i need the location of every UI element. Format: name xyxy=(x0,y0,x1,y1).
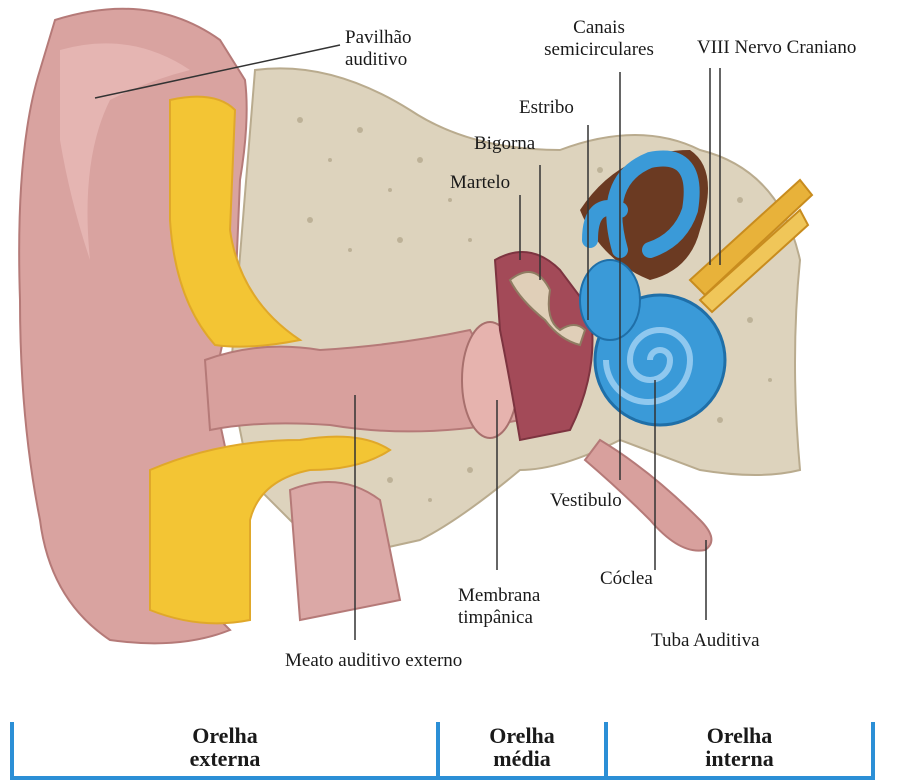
divider-right xyxy=(871,722,875,780)
section-orelha-interna: Orelha interna xyxy=(608,724,871,770)
ear-illustration xyxy=(0,0,900,680)
label-bigorna: Bigorna xyxy=(474,133,535,155)
vestibule xyxy=(580,260,640,340)
label-pavilhao: Pavilhão auditivo xyxy=(345,27,412,71)
label-coclea: Cóclea xyxy=(600,568,653,590)
label-canais: Canais semicirculares xyxy=(529,17,669,61)
label-membrana: Membrana timpânica xyxy=(458,585,540,629)
label-tuba: Tuba Auditiva xyxy=(651,630,760,652)
label-martelo: Martelo xyxy=(450,172,510,194)
section-orelha-media: Orelha média xyxy=(440,724,604,770)
label-meato: Meato auditivo externo xyxy=(285,650,462,672)
section-orelha-externa: Orelha externa xyxy=(14,724,436,770)
label-vestibulo: Vestibulo xyxy=(550,490,622,512)
label-estribo: Estribo xyxy=(519,97,574,119)
label-nervo: VIII Nervo Craniano xyxy=(697,37,856,59)
baseline xyxy=(10,776,875,780)
